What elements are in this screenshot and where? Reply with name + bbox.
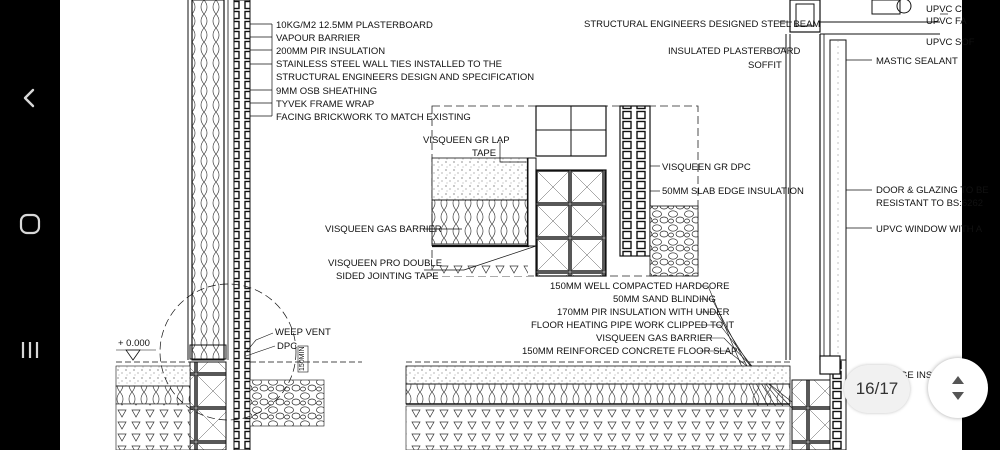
up-down-arrows-icon [952,376,964,400]
label-brickwork: FACING BRICKWORK TO MATCH EXISTING [276,112,471,123]
label-mastic: MASTIC SEALANT [876,56,958,67]
floor-labels: 150MM WELL COMPACTED HARDCORE 50MM SAND … [522,281,737,357]
label-tyvek: TYVEK FRAME WRAP [276,99,374,110]
label-osb: 9MM OSB SHEATHING [276,86,377,97]
label-upvc-window: UPVC WINDOW WITH A [876,224,983,235]
label-pro-double: VISQUEEN PRO DOUBLE [328,258,442,269]
enlarged-detail [431,105,699,277]
label-tape: TAPE [472,148,496,159]
right-labels: STRUCTURAL ENGINEERS DESIGNED STEEL BEAM… [584,4,989,381]
label-concrete-slab: 150MM REINFORCED CONCRETE FLOOR SLAP [522,346,737,357]
label-gr-lap: VISQUEEN GR LAP [423,135,510,146]
lower-left-labels: WEEP VENT DPC + 0.000 150MIN [118,327,331,371]
floor-section [115,283,847,450]
label-upvc-c: UPVC C [926,4,962,15]
label-dpc: DPC [277,341,297,352]
navigation-bar [0,0,60,450]
label-edge-insulation: GE INS [900,370,932,381]
label-floor-heating: FLOOR HEATING PIPE WORK CLIPPED TO IT [531,320,734,331]
label-sand-blinding: 50MM SAND BLINDING [613,294,716,305]
label-gr-dpc: VISQUEEN GR DPC [662,162,751,173]
detail-labels: VISQUEEN GR LAP TAPE VISQUEEN GAS BARRIE… [325,135,804,282]
label-upvc-fa: UPVC FA [926,16,967,27]
right-leaders [778,13,948,229]
left-leaders [250,23,273,117]
document-viewer[interactable]: 10KG/M2 12.5MM PLASTERBOARD VAPOUR BARRI… [60,0,989,450]
three-bars-icon [21,342,39,358]
construction-drawing: 10KG/M2 12.5MM PLASTERBOARD VAPOUR BARRI… [115,0,989,450]
label-bs6262: RESISTANT TO BS:6262 [876,198,983,209]
label-insulated-plasterboard: INSULATED PLASTERBOARD [668,46,800,57]
right-wall-section [785,0,940,375]
label-door-glazing: DOOR & GLAZING TO BE [876,185,989,196]
label-weep-vent: WEEP VENT [275,327,331,338]
label-level: + 0.000 [118,338,150,349]
label-pir-insulation: 200MM PIR INSULATION [276,46,385,57]
home-button[interactable] [8,202,52,246]
label-hardcore: 150MM WELL COMPACTED HARDCORE [550,281,729,292]
left-labels: 10KG/M2 12.5MM PLASTERBOARD VAPOUR BARRI… [276,20,534,123]
page-indicator: 16/17 [844,365,910,413]
label-upvc-sof: UPVC SOF [926,37,975,48]
label-floor-gas-barrier: VISQUEEN GAS BARRIER [596,333,713,344]
label-vapour-barrier: VAPOUR BARRIER [276,33,360,44]
chevron-left-icon [23,88,35,108]
detail-leaders [424,142,660,271]
label-gas-barrier: VISQUEEN GAS BARRIER [325,224,442,235]
recents-button[interactable] [8,328,52,372]
rounded-square-icon [19,213,41,235]
label-dimension: 150MIN [299,346,306,371]
fast-scroll-handle[interactable] [928,358,988,418]
label-slab-edge: 50MM SLAB EDGE INSULATION [662,186,804,197]
label-steel-beam: STRUCTURAL ENGINEERS DESIGNED STEEL BEAM [584,19,820,30]
label-pir-under: 170MM PIR INSULATION WITH UNDER [557,307,730,318]
label-jointing-tape: SIDED JOINTING TAPE [336,271,439,282]
label-soffit: SOFFIT [748,60,782,71]
label-plasterboard: 10KG/M2 12.5MM PLASTERBOARD [276,20,433,31]
back-button[interactable] [8,76,52,120]
label-wall-ties-2: STRUCTURAL ENGINEERS DESIGN AND SPECIFIC… [276,72,534,83]
left-wall-section [187,0,251,450]
lower-left-leaders [245,332,276,357]
label-wall-ties: STAINLESS STEEL WALL TIES INSTALLED TO T… [276,59,502,70]
